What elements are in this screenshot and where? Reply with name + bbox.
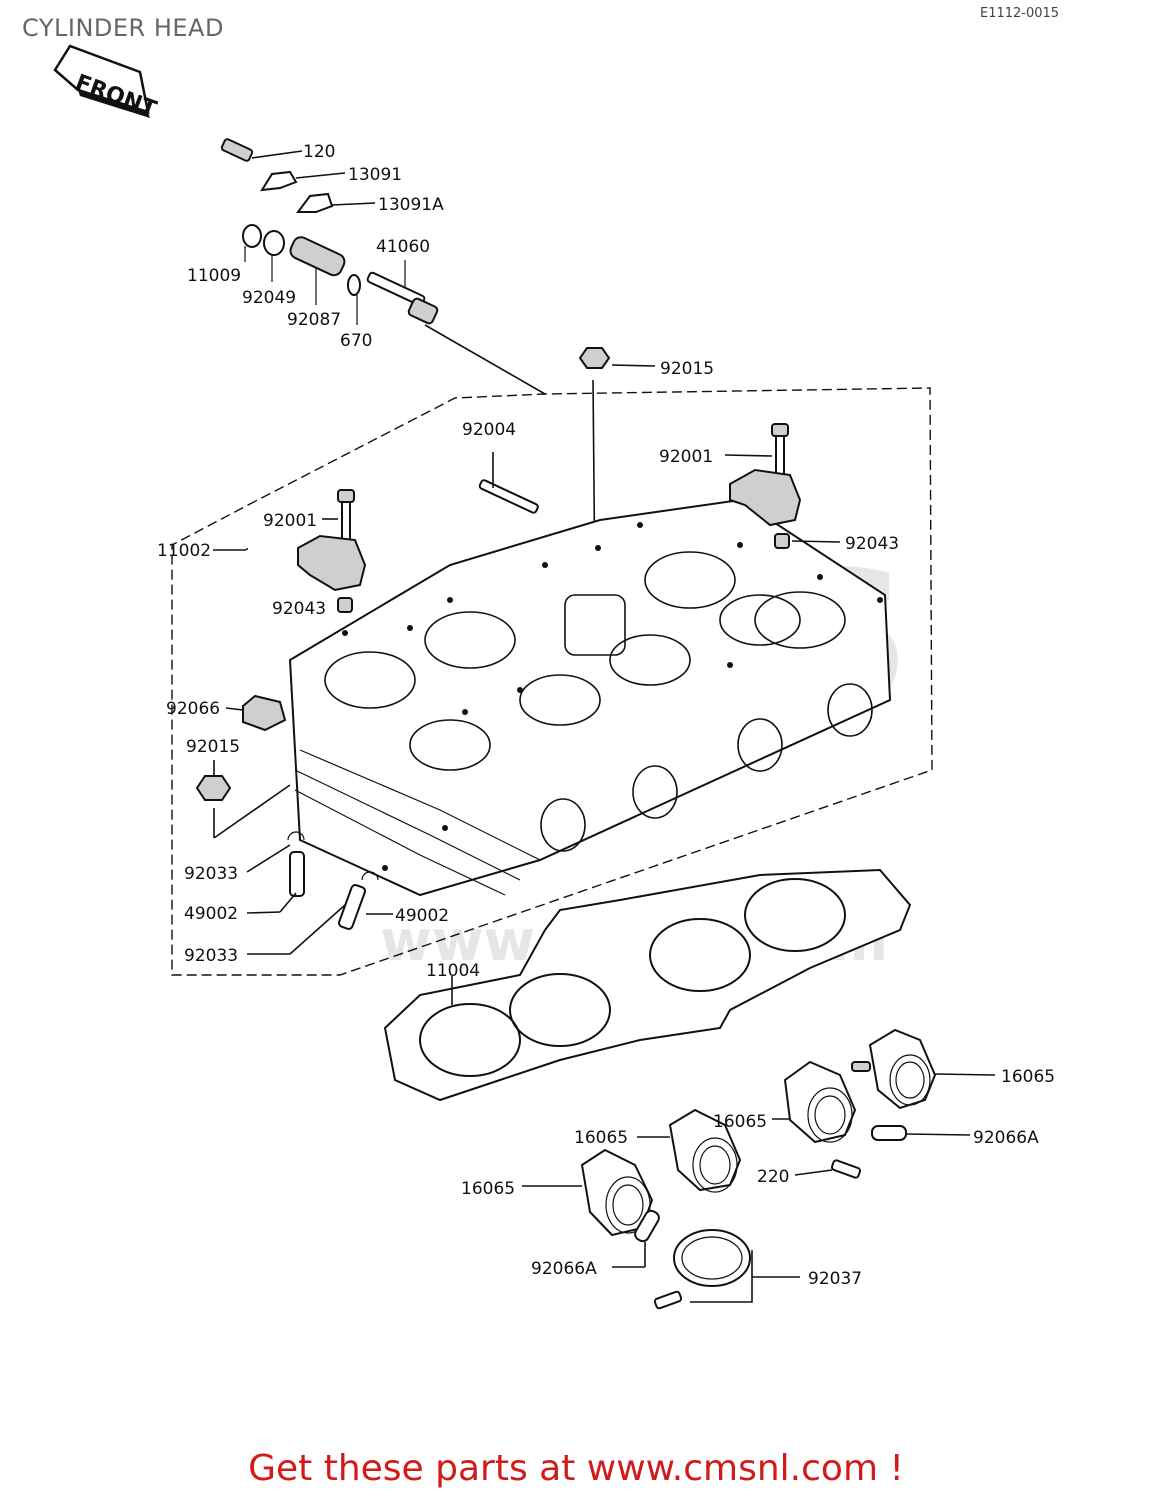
- label-92043-left: 92043: [272, 599, 326, 619]
- screw-220-icon: [794, 1159, 862, 1179]
- holder-92001-right-icon: [729, 468, 802, 527]
- label-92015-left: 92015: [186, 737, 240, 757]
- label-13091a: 13091A: [378, 195, 444, 215]
- cap-92066a-a-icon: [871, 1125, 971, 1141]
- stud-92004-icon: [478, 452, 539, 514]
- gasket-11004-icon: [383, 868, 912, 1102]
- page-title: CYLINDER HEAD: [22, 14, 224, 42]
- top-parts: [220, 138, 656, 369]
- cap-92066-icon: [242, 694, 287, 732]
- holder-16065-c-icon: [637, 1108, 742, 1193]
- bolt-92001-left-icon: [322, 489, 355, 543]
- label-49002-b: 49002: [395, 906, 449, 926]
- holder-16065-d-icon: [522, 1148, 654, 1237]
- clamp-92037-icon: [653, 1229, 800, 1310]
- label-220: 220: [757, 1167, 789, 1187]
- holder-16065-a-icon: [851, 1028, 996, 1110]
- label-92066a-a: 92066A: [973, 1128, 1039, 1148]
- label-92001-left: 92001: [263, 511, 317, 531]
- label-11002: 11002: [157, 541, 211, 561]
- label-16065-d: 16065: [461, 1179, 515, 1199]
- label-11009: 11009: [187, 266, 241, 286]
- label-92066: 92066: [166, 699, 220, 719]
- label-92033-a: 92033: [184, 864, 238, 884]
- label-92015-top: 92015: [660, 359, 714, 379]
- label-92001-right: 92001: [659, 447, 713, 467]
- cylinder-head-icon: [288, 498, 892, 897]
- head-hardware: [195, 423, 841, 955]
- diagram-code: E1112-0015: [980, 6, 1060, 21]
- valve-guide-49002-b-icon: [338, 871, 379, 930]
- nut-92015-top-icon: [578, 347, 656, 369]
- label-670: 670: [340, 331, 372, 351]
- front-arrow-icon: FRONT: [53, 44, 160, 122]
- intake-holders: [522, 1028, 996, 1310]
- clamp-13091-icon: [260, 170, 346, 192]
- label-92066a-b: 92066A: [531, 1259, 597, 1279]
- cap-92066a-b-icon: [612, 1209, 660, 1268]
- label-92087: 92087: [287, 310, 341, 330]
- clamp-13091a-icon: [296, 192, 376, 213]
- nut-92015-left-icon: [195, 760, 232, 801]
- bushing-92049-icon: [263, 230, 285, 256]
- label-16065-a: 16065: [1001, 1067, 1055, 1087]
- label-92033-b: 92033: [184, 946, 238, 966]
- label-92049: 92049: [242, 288, 296, 308]
- bolt-120-icon: [220, 138, 303, 162]
- holder-92001-left-icon: [297, 534, 367, 592]
- label-16065-c: 16065: [574, 1128, 628, 1148]
- bolt-92001-right-icon: [724, 423, 789, 477]
- valve-guide-49002-a-icon: [287, 831, 305, 897]
- oring-670-icon: [347, 274, 361, 296]
- label-49002-a: 49002: [184, 904, 238, 924]
- shaft-41060-icon: [366, 271, 439, 325]
- label-41060: 41060: [376, 237, 430, 257]
- label-16065-b: 16065: [713, 1112, 767, 1132]
- label-92004: 92004: [462, 420, 516, 440]
- label-13091: 13091: [348, 165, 402, 185]
- label-120: 120: [303, 142, 335, 162]
- dowel-92043-left-icon: [337, 597, 353, 613]
- label-92037: 92037: [808, 1269, 862, 1289]
- holder-92087-icon: [289, 236, 346, 277]
- seal-11009-icon: [242, 224, 262, 248]
- label-11004: 11004: [426, 961, 480, 981]
- part-labels: 120 13091 13091A 41060 11009 92049 92087…: [157, 142, 1055, 1289]
- holder-16065-b-icon: [772, 1060, 857, 1144]
- footer-link-text[interactable]: Get these parts at www.cmsnl.com !: [248, 1448, 904, 1489]
- dowel-92043-right-icon: [774, 533, 841, 549]
- label-92043-right: 92043: [845, 534, 899, 554]
